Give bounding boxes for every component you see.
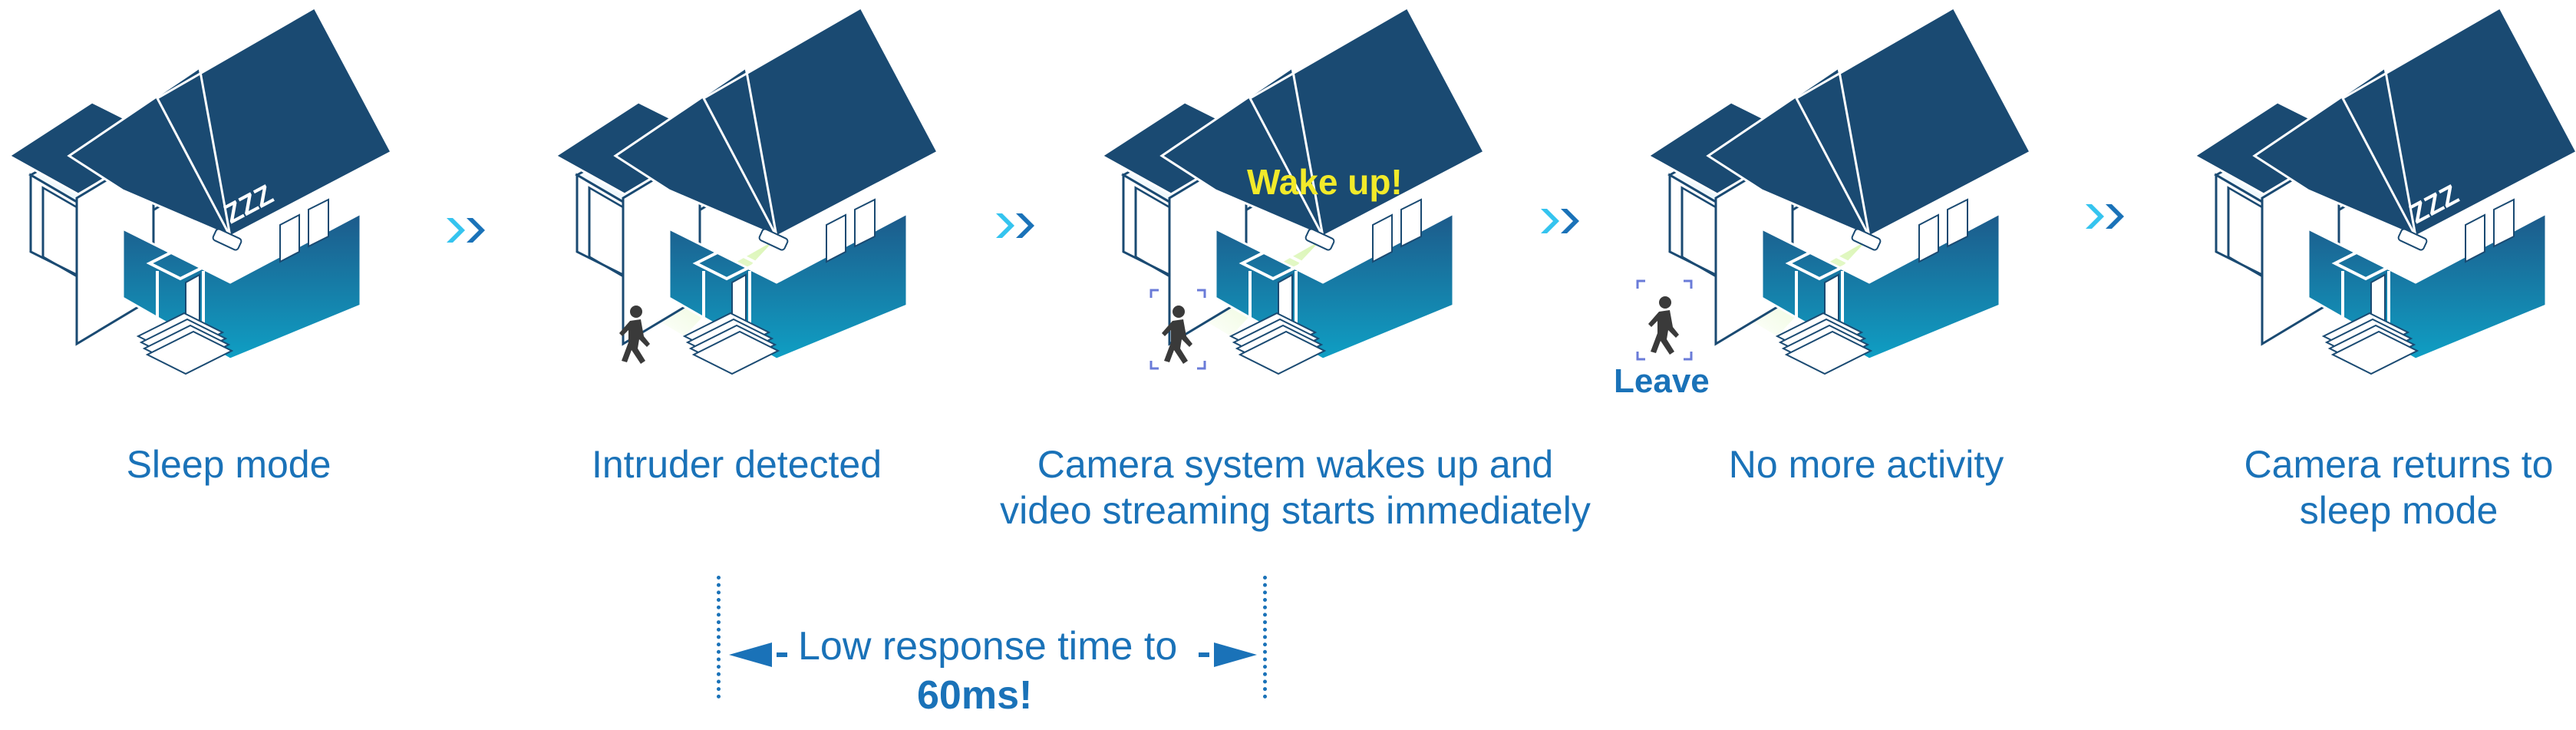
wake-up-label: Wake up! (1247, 162, 1403, 202)
response-time-value: 60ms! (917, 673, 1033, 718)
double-chevron-icon (2086, 204, 2124, 229)
caption-camera-wakes: Camera system wakes up and video streami… (1000, 443, 1591, 532)
double-chevron-icon (1541, 209, 1579, 233)
response-start-marker (717, 576, 721, 699)
houses-illustration: ZZZ ZZZ (7, 5, 2576, 375)
house-icon: ZZZ (2192, 5, 2576, 375)
double-chevron-icon (996, 213, 1034, 238)
house-icon (553, 5, 940, 375)
house-icon (1636, 5, 2033, 375)
leave-label: Leave (1614, 362, 1710, 400)
double-chevron-icon (447, 218, 485, 243)
house-icon (1100, 5, 1486, 375)
house-icon: ZZZ (7, 5, 394, 375)
response-time-label: Low response time to (798, 624, 1178, 669)
person-icon (619, 306, 650, 364)
caption-returns-to-sleep: Camera returns to sleep mode (2244, 443, 2554, 532)
caption-no-more-activity: No more activity (1728, 443, 2004, 486)
person-icon (1149, 289, 1206, 370)
right-arrow-icon (1199, 642, 1257, 667)
caption-intruder-detected: Intruder detected (591, 443, 882, 486)
caption-sleep-mode: Sleep mode (126, 443, 331, 486)
person-icon (1636, 279, 1693, 361)
left-arrow-icon (729, 642, 787, 667)
response-end-marker (1263, 576, 1267, 699)
